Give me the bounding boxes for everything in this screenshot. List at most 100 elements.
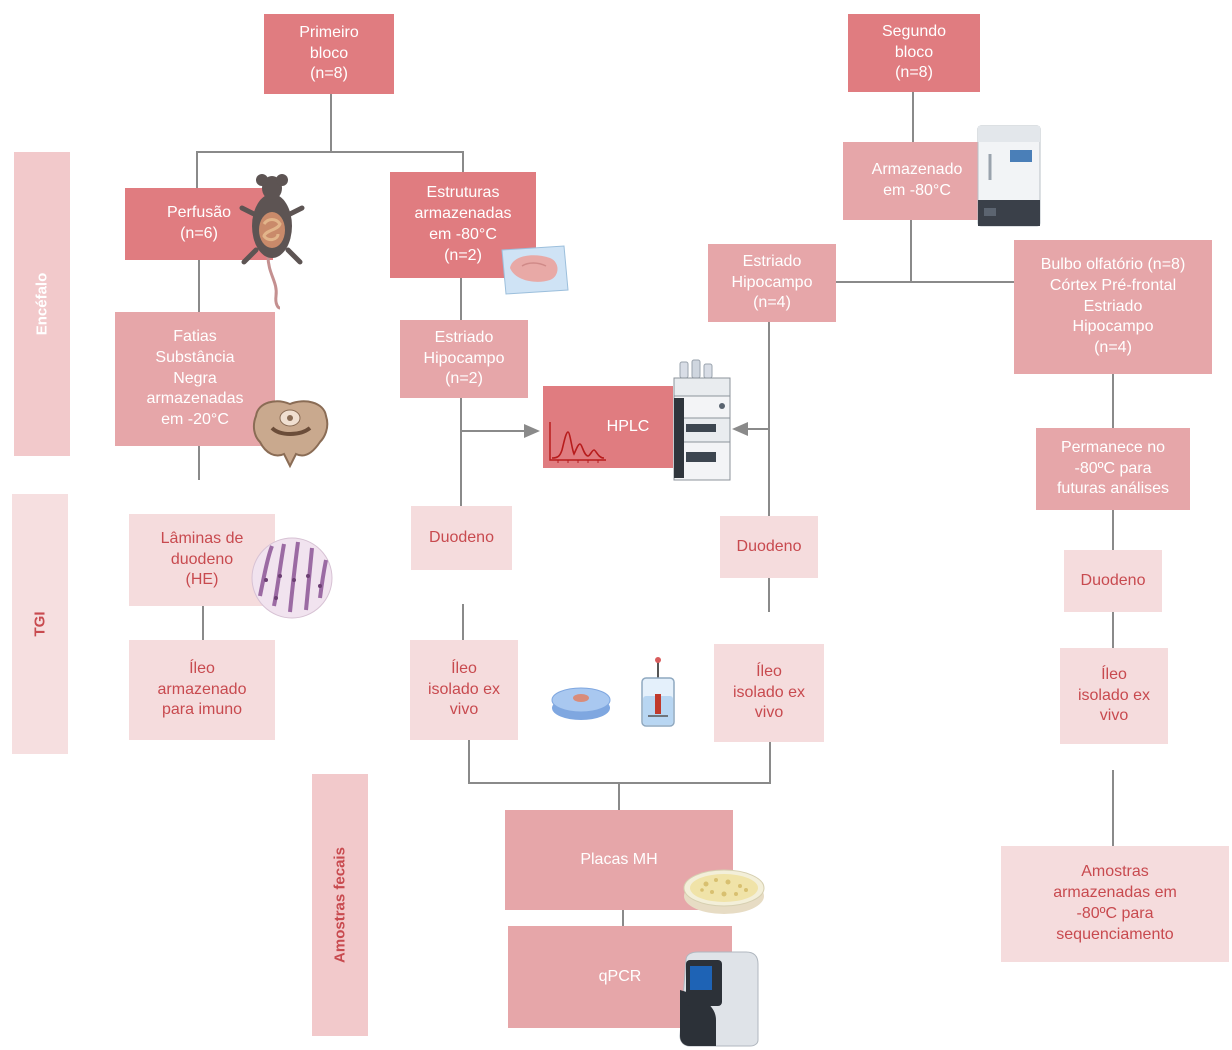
mouse-icon	[239, 174, 305, 310]
box-line: Lâminas de	[160, 529, 244, 547]
box-line: Amostras	[1081, 863, 1149, 881]
side-label-tgi: TGI	[12, 494, 68, 754]
box-line: (HE)	[185, 571, 219, 589]
ileo-imuno-box: Íleo armazenado para imuno	[129, 640, 275, 740]
header-line: (n=8)	[310, 65, 348, 83]
duodeno-box-1: Duodeno	[411, 506, 512, 570]
box-line: Estriado	[742, 252, 802, 270]
amostras-sequenciamento-box: Amostras armazenadas em -80ºC para seque…	[1001, 846, 1229, 962]
brain-slice-icon	[252, 400, 329, 469]
hplc-box: HPLC	[543, 386, 673, 468]
armazenado-box: Armazenado em -80°C	[843, 142, 991, 220]
box-line: Perfusão	[166, 204, 232, 222]
box-line: vivo	[449, 701, 479, 719]
box-line: Negra	[173, 369, 217, 387]
box-line: isolado ex	[732, 683, 806, 701]
freezer-icon	[977, 125, 1041, 227]
connector	[462, 604, 464, 640]
box-line: Íleo	[1101, 665, 1127, 683]
box-line: (n=2)	[444, 246, 482, 264]
box-line: -80ºC para	[1076, 905, 1154, 922]
connector	[1112, 612, 1114, 648]
connector	[460, 278, 462, 320]
perfusao-box: Perfusão (n=6)	[125, 188, 273, 260]
chromatogram-icon	[549, 422, 606, 463]
side-label-fecais: Amostras fecais	[312, 774, 368, 1036]
side-label-text: Amostras fecais	[331, 847, 349, 963]
bacteria-plate-icon	[683, 869, 765, 914]
duodeno-box-3: Duodeno	[1064, 550, 1162, 612]
intestine-histology-icon	[251, 537, 333, 619]
estruturas-box: Estruturas armazenadas em -80°C (n=2)	[390, 172, 536, 278]
hplc-label: HPLC	[606, 417, 650, 435]
side-label-text: TGI	[31, 611, 49, 637]
connector	[622, 910, 624, 926]
bulbo-box: Bulbo olfatório (n=8) Córtex Pré-frontal…	[1014, 240, 1212, 374]
connector	[768, 578, 770, 612]
arrow-right-icon	[524, 424, 540, 438]
connector	[460, 398, 462, 506]
box-line: Hipocampo	[1072, 318, 1154, 336]
connector	[198, 446, 200, 480]
hplc-machine-icon	[673, 359, 731, 481]
connector	[196, 151, 463, 153]
box-line: (n=4)	[753, 294, 791, 312]
connector	[740, 428, 770, 430]
box-line: (n=6)	[180, 225, 218, 242]
side-label-text: Encéfalo	[33, 272, 51, 336]
box-line: Duodeno	[429, 528, 494, 546]
qpcr-machine-icon	[679, 951, 759, 1047]
brain-tissue-icon	[501, 245, 569, 295]
box-line: Estriado	[434, 328, 494, 346]
box-line: isolado ex	[427, 680, 501, 698]
side-label-encefalo: Encéfalo	[14, 152, 70, 456]
box-line: qPCR	[598, 967, 642, 985]
second-block-header: Segundo bloco (n=8)	[848, 14, 980, 92]
connector	[836, 281, 1014, 283]
box-line: em -80°C	[883, 182, 951, 199]
estriado-hipocampo-box-2: Estriado Hipocampo (n=4)	[708, 244, 836, 322]
box-line: Duodeno	[736, 537, 802, 555]
connector	[618, 782, 620, 812]
box-line: armazenadas	[146, 390, 244, 408]
arrow-left-icon	[732, 422, 748, 436]
box-line: Substância	[155, 348, 235, 366]
box-line: isolado ex	[1077, 686, 1151, 704]
connector	[202, 606, 204, 640]
connector	[910, 220, 912, 282]
box-line: -80ºC para	[1074, 459, 1152, 477]
first-block-header: Primeiro bloco (n=8)	[264, 14, 394, 94]
box-line: Estriado	[1083, 297, 1143, 315]
duodeno-box-2: Duodeno	[720, 516, 818, 578]
connector	[460, 430, 528, 432]
box-line: armazenado	[157, 680, 247, 698]
header-line: Primeiro	[299, 23, 359, 41]
box-line: (n=2)	[445, 370, 483, 388]
box-line: Íleo	[756, 662, 782, 680]
box-line: para imuno	[161, 701, 243, 719]
box-line: sequenciamento	[1056, 925, 1174, 943]
box-line: Permanece no	[1060, 438, 1166, 456]
connector	[768, 322, 770, 516]
connector	[1112, 374, 1114, 428]
box-line: vivo	[1099, 707, 1129, 725]
connector	[1112, 510, 1114, 550]
laminas-box: Lâminas de duodeno (HE)	[129, 514, 275, 606]
connector	[196, 151, 198, 189]
box-line: Córtex Pré-frontal	[1049, 276, 1177, 294]
connector	[912, 92, 914, 142]
connector	[462, 151, 464, 173]
box-line: armazenadas	[414, 205, 512, 223]
header-line: bloco	[894, 43, 934, 61]
box-line: Fatias	[173, 328, 217, 345]
organ-bath-icon	[641, 657, 675, 727]
ileo-isolado-box-2: Íleo isolado ex vivo	[714, 644, 824, 742]
box-line: Hipocampo	[731, 273, 813, 291]
connector	[769, 740, 771, 784]
header-line: bloco	[309, 44, 349, 62]
permanece-box: Permanece no -80ºC para futuras análises	[1036, 428, 1190, 510]
connector	[198, 260, 200, 312]
header-line: (n=8)	[895, 64, 933, 82]
box-line: Armazenado	[871, 161, 963, 179]
